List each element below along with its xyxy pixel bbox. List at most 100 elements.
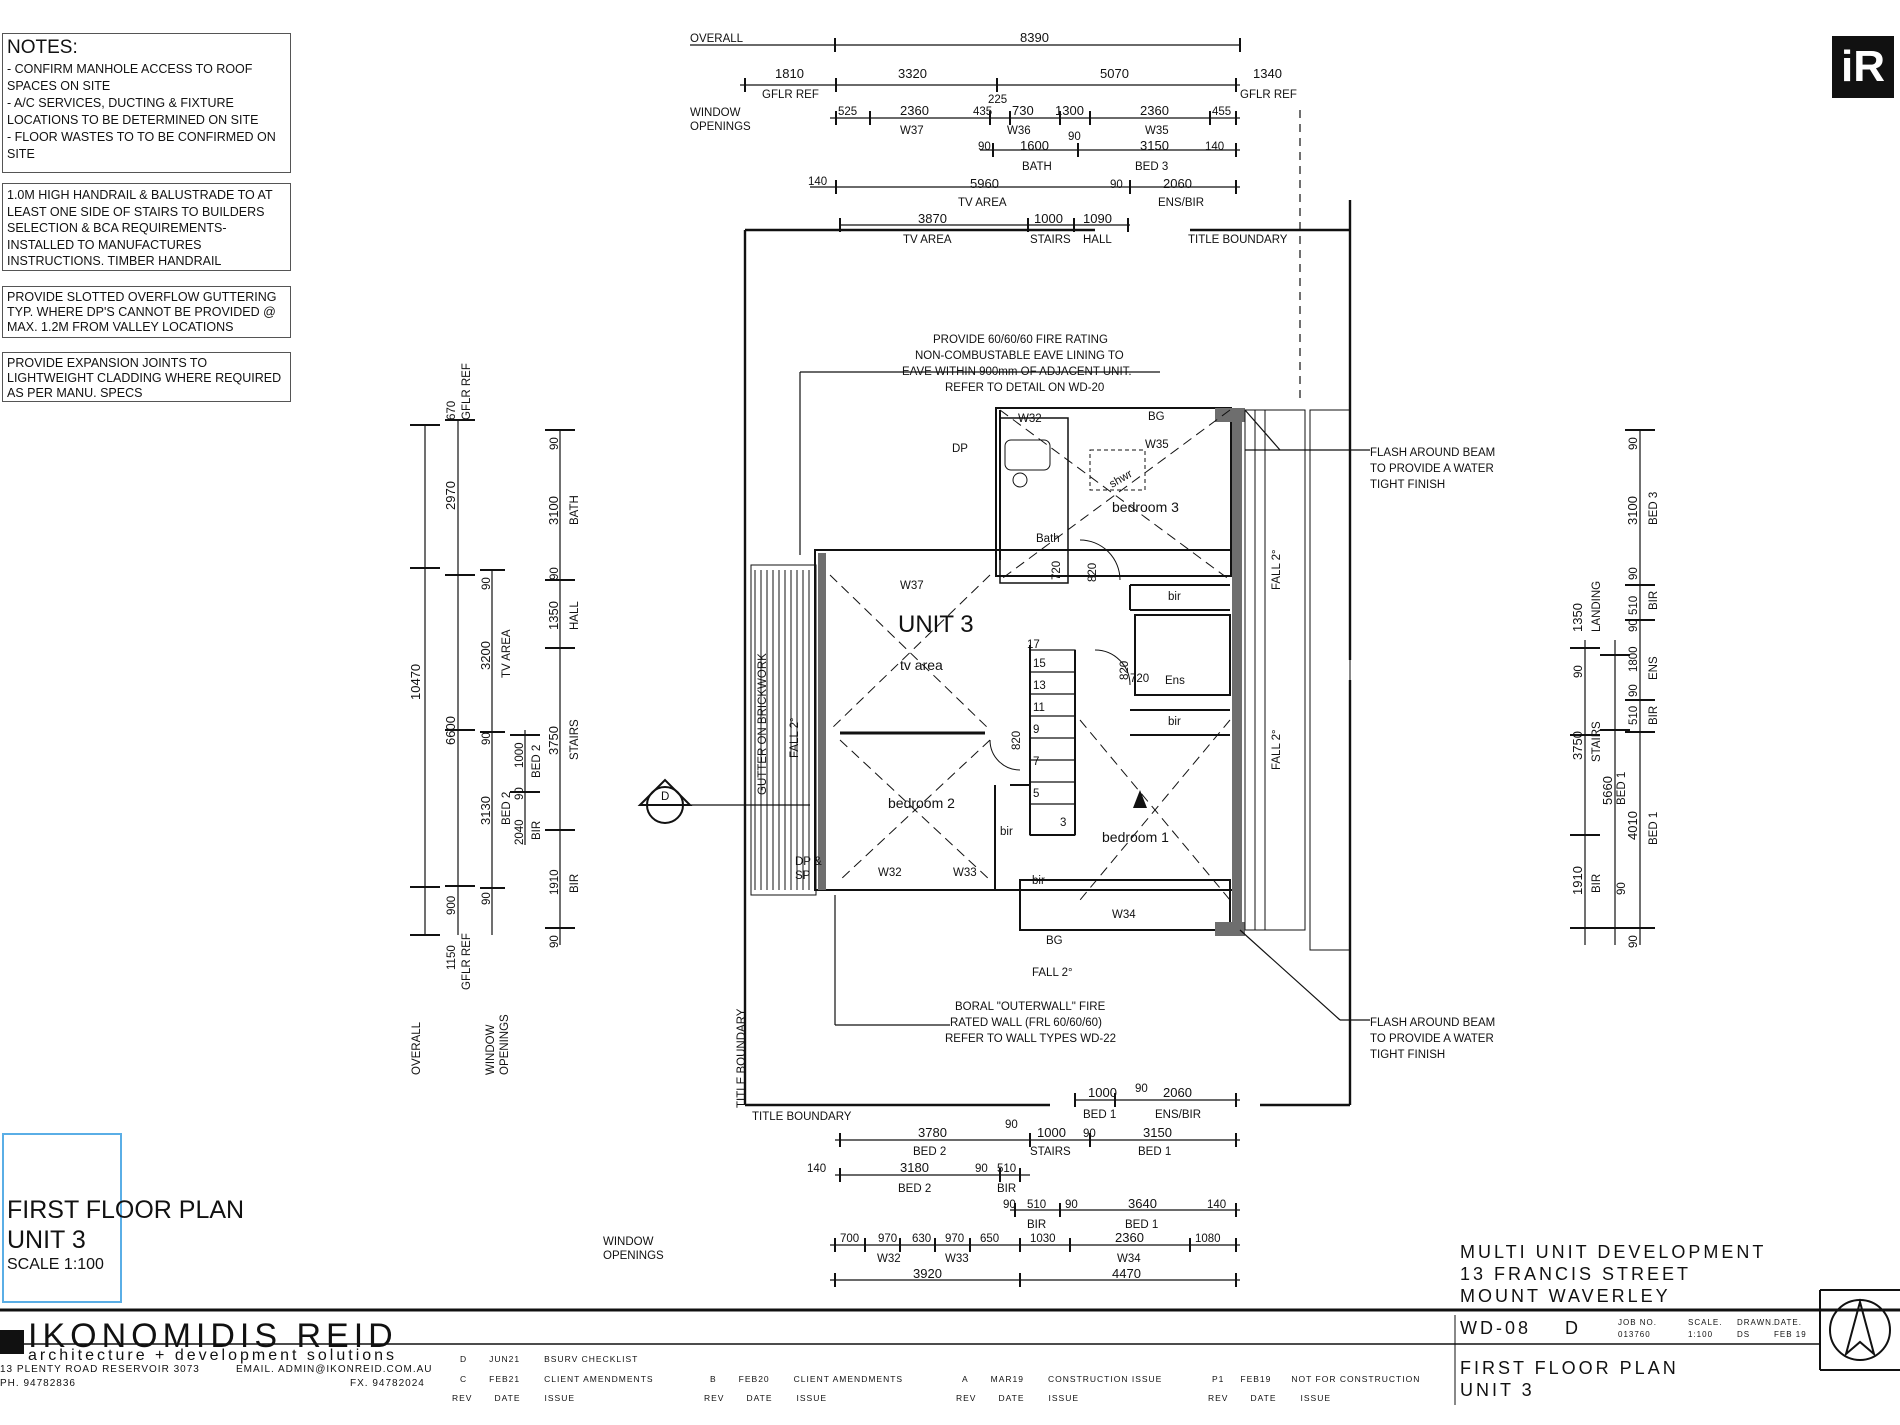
rev-a-issue: CONSTRUCTION ISSUE xyxy=(1048,1374,1163,1384)
top-dim-1000: 1000 xyxy=(1034,211,1063,226)
fall-right-bottom-label: FALL 2° xyxy=(1271,729,1283,770)
rev-c-rev: C xyxy=(460,1374,468,1384)
bottom-dim-510-a: 510 xyxy=(997,1163,1016,1175)
expansion-note: PROVIDE EXPANSION JOINTS TO LIGHTWEIGHT … xyxy=(2,352,291,402)
left-bed2-b: BED 2 xyxy=(531,745,543,778)
job-number: 013760 xyxy=(1618,1330,1651,1339)
unit-label: UNIT 3 xyxy=(898,611,974,638)
drawn-label: DRAWN. xyxy=(1737,1318,1776,1327)
flash-bottom-line-1: FLASH AROUND BEAM xyxy=(1370,1017,1495,1029)
right-bir-c: BIR xyxy=(1648,706,1660,725)
scale-value: 1:100 xyxy=(1688,1330,1714,1339)
left-dim-670: 670 xyxy=(446,401,458,420)
bottom-bed1: BED 1 xyxy=(1083,1109,1116,1121)
bottom-dim-90-f: 90 xyxy=(1065,1199,1078,1211)
left-dim-3750: 3750 xyxy=(546,726,561,755)
bottom-dim-90-d: 90 xyxy=(975,1163,988,1175)
rev-c-date: FEB21 xyxy=(489,1374,521,1384)
top-dim-3320: 3320 xyxy=(898,66,927,81)
sheet-title-2: UNIT 3 xyxy=(1460,1380,1535,1400)
project-line-3: MOUNT WAVERLEY xyxy=(1460,1286,1671,1306)
sp-label: SP xyxy=(795,870,811,882)
left-bir-b: BIR xyxy=(569,874,581,893)
rev-header-4: RevDateIssue xyxy=(1208,1393,1331,1403)
rev-header-3-issue: Issue xyxy=(1048,1393,1080,1403)
top-tv-area: TV AREA xyxy=(958,197,1007,209)
bottom-dim-140-a: 140 xyxy=(807,1163,826,1175)
section-marker-label: D xyxy=(661,791,669,803)
left-dim-6600: 6600 xyxy=(443,716,458,745)
top-dim-1810: 1810 xyxy=(775,66,804,81)
bottom-openings-label: OPENINGS xyxy=(603,1250,664,1262)
rev-header-3: RevDateIssue xyxy=(956,1393,1079,1403)
rev-a-date: MAR19 xyxy=(990,1374,1025,1384)
rev-b-issue: CLIENT AMENDMENTS xyxy=(793,1374,904,1384)
project-line-1: MULTI UNIT DEVELOPMENT xyxy=(1460,1242,1767,1262)
right-bir: BIR xyxy=(1591,874,1603,893)
dp-sp-label: DP & xyxy=(795,856,822,868)
stair-step-15: 15 xyxy=(1033,658,1046,670)
top-stairs: STAIRS xyxy=(1030,234,1071,246)
left-dim-90-d: 90 xyxy=(514,787,526,800)
rev-p1-date: FEB19 xyxy=(1240,1374,1272,1384)
bottom-dim-970-b: 970 xyxy=(945,1233,964,1245)
left-dim-90-g: 90 xyxy=(549,935,561,948)
flash-top-line-1: FLASH AROUND BEAM xyxy=(1370,447,1495,459)
stair-step-13: 13 xyxy=(1033,680,1046,692)
stair-step-17: 17 xyxy=(1027,639,1040,651)
room-bir-2: bir xyxy=(1168,716,1181,728)
title-boundary-vertical: TITLE BOUNDARY xyxy=(736,1008,748,1108)
bottom-w34: W34 xyxy=(1117,1253,1141,1265)
left-dim-90-a: 90 xyxy=(481,577,493,590)
door-820-c: 820 xyxy=(1119,661,1131,680)
right-dim-1350: 1350 xyxy=(1570,603,1585,632)
left-window-label: WINDOW xyxy=(485,1024,497,1075)
top-dim-225: 225 xyxy=(988,94,1007,106)
bottom-dim-90-a: 90 xyxy=(1135,1083,1148,1095)
top-overall-label: OVERALL xyxy=(690,33,744,45)
top-ens-bir: ENS/BIR xyxy=(1158,197,1204,209)
right-dim-90-a: 90 xyxy=(1573,665,1585,678)
door-720: 720 xyxy=(1051,561,1063,580)
gutter-brickwork-label: GUTTER ON BRICKWORK xyxy=(757,653,769,795)
bottom-dim-650: 650 xyxy=(980,1233,999,1245)
left-dim-90-b: 90 xyxy=(481,732,493,745)
left-dim-2040: 2040 xyxy=(514,819,526,845)
firm-phone: PH. 94782836 xyxy=(0,1378,76,1389)
window-w33: W33 xyxy=(953,867,977,879)
rev-header-1-issue: Issue xyxy=(544,1393,576,1403)
room-shwr: shwr xyxy=(1108,468,1135,491)
top-bed3: BED 3 xyxy=(1135,161,1168,173)
bottom-dim-1000: 1000 xyxy=(1088,1085,1117,1100)
top-overall-dim: 8390 xyxy=(1020,30,1049,45)
right-dim-90-f: 90 xyxy=(1628,684,1640,697)
note-item-2: - A/C SERVICES, DUCTING & FIXTURE LOCATI… xyxy=(7,96,259,127)
project-line-2: 13 FRANCIS STREET xyxy=(1460,1264,1692,1284)
bottom-dim-2360: 2360 xyxy=(1115,1230,1144,1245)
rev-p1-rev: P1 xyxy=(1212,1374,1225,1384)
rev-header-1-date: Date xyxy=(494,1393,521,1403)
door-720-ens: 720 xyxy=(1130,673,1149,685)
top-dim-1300: 1300 xyxy=(1055,103,1084,118)
boral-line-2: RATED WALL (FRL 60/60/60) xyxy=(950,1017,1102,1029)
bg-label-top: BG xyxy=(1148,411,1165,423)
right-stairs: STAIRS xyxy=(1591,721,1603,762)
bottom-bed1-c: BED 1 xyxy=(1125,1219,1158,1231)
right-dim-3750: 3750 xyxy=(1570,731,1585,760)
top-dim-435: 435 xyxy=(973,106,992,118)
left-overall-label: OVERALL xyxy=(411,1021,423,1075)
top-dim-1090: 1090 xyxy=(1083,211,1112,226)
bottom-dim-90-b: 90 xyxy=(1005,1119,1018,1131)
top-dim-2360b: 2360 xyxy=(1140,103,1169,118)
room-tv-area: tv area xyxy=(900,657,943,673)
rev-header-3-date: Date xyxy=(998,1393,1025,1403)
top-dim-3150: 3150 xyxy=(1140,138,1169,153)
bottom-dim-970-a: 970 xyxy=(878,1233,897,1245)
top-dim-2060: 2060 xyxy=(1163,176,1192,191)
rev-p1-issue: NOT FOR CONSTRUCTION xyxy=(1291,1374,1421,1384)
left-bed2: BED 2 xyxy=(501,792,513,825)
note-item-1: - CONFIRM MANHOLE ACCESS TO ROOF SPACES … xyxy=(7,62,253,93)
bottom-dim-140-b: 140 xyxy=(1207,1199,1226,1211)
fire-rating-line-1: PROVIDE 60/60/60 FIRE RATING xyxy=(933,334,1108,346)
top-dim-2360a: 2360 xyxy=(900,103,929,118)
